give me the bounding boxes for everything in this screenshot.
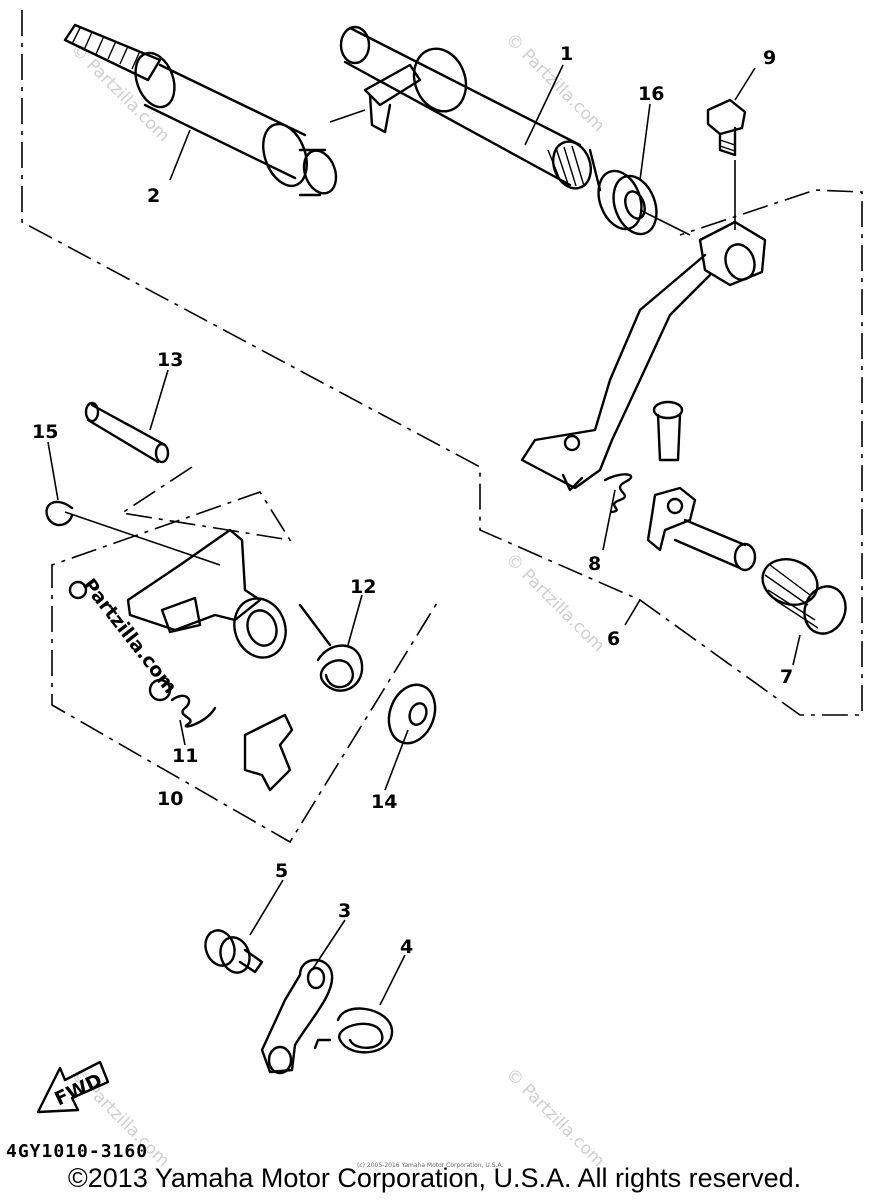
callout-2: 2 xyxy=(147,185,160,207)
part-5-bolt xyxy=(204,929,264,974)
part-7-pedal-rubber xyxy=(761,558,847,635)
callout-10: 10 xyxy=(157,788,183,810)
part-10-shift-guide xyxy=(68,528,287,728)
part-9-bolt xyxy=(706,98,747,157)
callout-numbers: 1 2 3 4 5 6 7 8 9 10 11 12 13 14 15 16 xyxy=(32,43,793,958)
part-8-spring xyxy=(603,400,684,514)
callout-5: 5 xyxy=(275,860,288,882)
part-2-shift-shaft xyxy=(63,23,338,197)
part-1-kick-shaft xyxy=(339,25,602,192)
part-13-pin xyxy=(84,401,170,464)
shift-guide-outline xyxy=(51,466,441,844)
callout-8: 8 xyxy=(588,553,601,575)
shaft-assembly-outline xyxy=(21,10,863,716)
callout-6: 6 xyxy=(607,628,620,650)
callout-16: 16 xyxy=(638,83,664,105)
callout-4: 4 xyxy=(400,936,413,958)
copyright-notice: ©2013 Yamaha Motor Corporation, U.S.A. A… xyxy=(67,1163,802,1193)
watermark: © Partzilla.com xyxy=(501,1064,608,1171)
stopper-plate xyxy=(243,713,294,792)
part-14-washer xyxy=(387,683,437,745)
side-watermark: Partzilla.com xyxy=(78,575,181,698)
diagram-code: 4GY1010-3160 xyxy=(6,1141,149,1162)
callout-14: 14 xyxy=(371,791,397,813)
callout-15: 15 xyxy=(32,421,58,443)
callout-13: 13 xyxy=(157,349,183,371)
callout-11: 11 xyxy=(172,745,198,767)
part-3-stopper-lever xyxy=(260,958,334,1075)
part-6-kick-crank xyxy=(520,220,767,492)
part-12-torsion-spring xyxy=(298,603,364,692)
part-16-bearing xyxy=(597,169,658,236)
callout-12: 12 xyxy=(350,576,376,598)
part-15-circlip xyxy=(45,500,74,527)
assembly-outlines xyxy=(21,10,863,844)
part-4-spring xyxy=(313,1007,394,1054)
small-copyright: (c) 2005-2016 Yamaha Motor Corporation, … xyxy=(357,1162,504,1169)
callout-1: 1 xyxy=(560,43,573,65)
leader-lines xyxy=(47,64,801,1006)
part-6-kick-pedal xyxy=(646,486,757,572)
callout-3: 3 xyxy=(338,900,351,922)
callout-9: 9 xyxy=(763,47,776,69)
callout-7: 7 xyxy=(780,666,793,688)
